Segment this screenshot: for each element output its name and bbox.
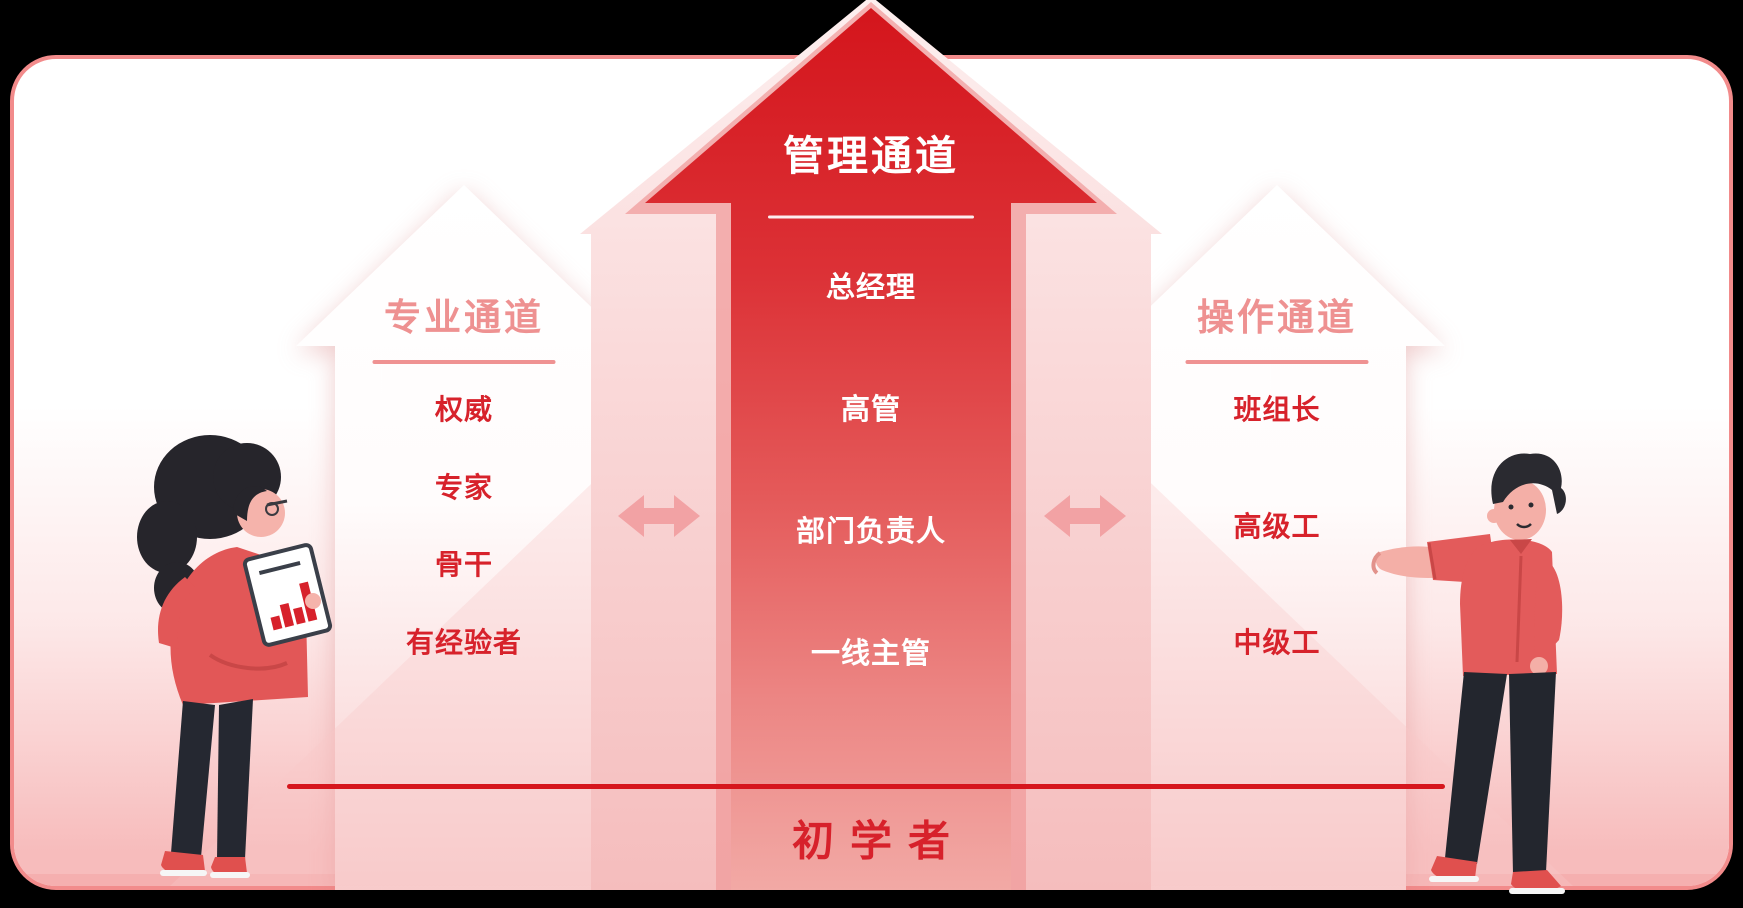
management-title-underline (768, 215, 974, 219)
exchange-left-icon (618, 495, 700, 537)
management-level-4: 一线主管 (810, 638, 932, 670)
beginner-label: 初学者 (791, 817, 967, 865)
woman-illustration (137, 435, 333, 878)
management-level-1: 总经理 (825, 272, 917, 304)
operation-title-underline (1185, 360, 1369, 364)
exchange-right-icon (1044, 495, 1126, 537)
professional-title-underline (372, 360, 556, 364)
man-head (1487, 453, 1566, 540)
operation-level-3: 中级工 (1233, 627, 1321, 658)
man-illustration (1371, 453, 1566, 894)
man-shirt (1460, 539, 1563, 676)
man-shoes (1429, 856, 1565, 894)
management-channel-arrow (645, 8, 1097, 890)
professional-level-3: 骨干 (434, 549, 494, 580)
woman-shoes (160, 851, 250, 878)
beginner-divider-line (287, 784, 1445, 789)
management-level-3: 部门负责人 (795, 516, 947, 548)
man-pants (1445, 672, 1556, 874)
woman-pants (171, 699, 253, 859)
management-level-2: 高管 (840, 394, 902, 426)
professional-level-2: 专家 (434, 472, 494, 503)
operation-channel-title: 操作通道 (1197, 297, 1357, 338)
woman-tablet (242, 543, 333, 647)
management-channel-title: 管理通道 (783, 133, 959, 179)
professional-level-4: 有经验者 (405, 627, 523, 658)
woman-face (233, 486, 288, 537)
professional-level-1: 权威 (434, 394, 494, 425)
woman-hand (305, 593, 321, 609)
operation-level-2: 高级工 (1233, 511, 1321, 542)
professional-channel-title: 专业通道 (384, 297, 544, 338)
operation-level-1: 班组长 (1233, 394, 1321, 425)
